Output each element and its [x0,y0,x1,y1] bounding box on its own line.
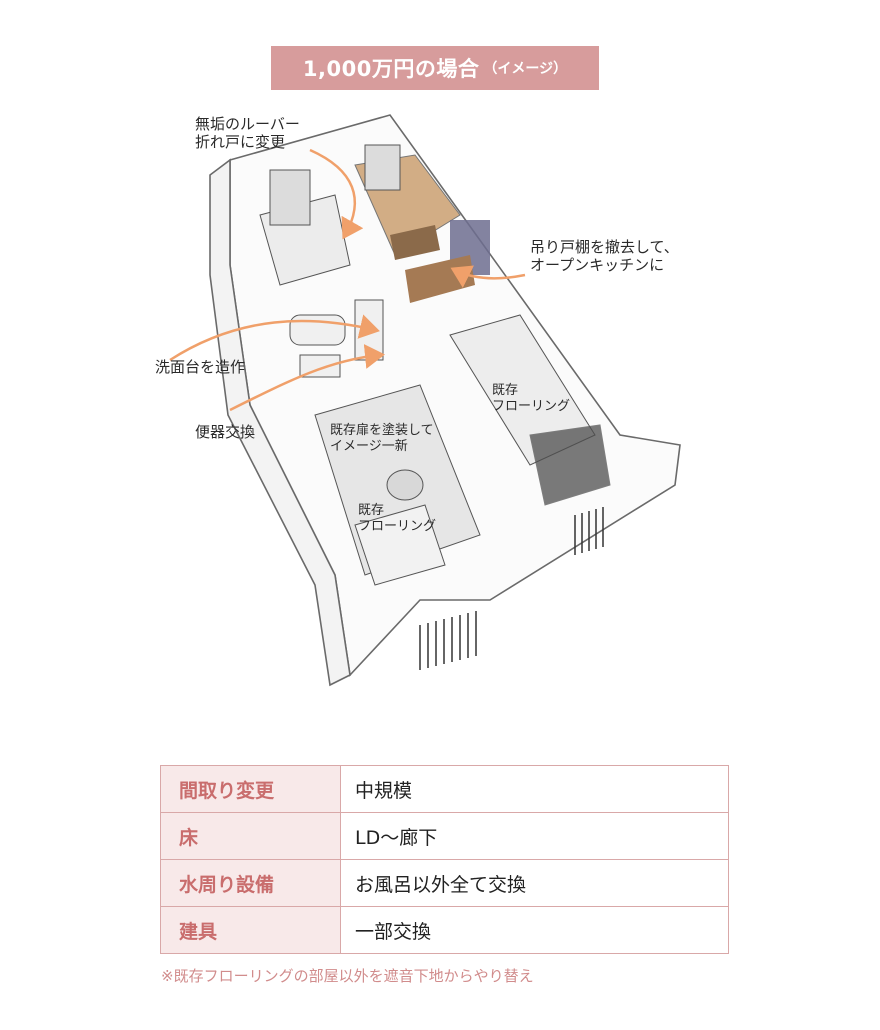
left-bedroom [314,384,481,586]
spec-value: LD〜廊下 [340,812,729,860]
arrow-kitchen [450,265,526,288]
annotation-washbasin: 洗面台を造作 [155,358,246,376]
armchair [386,469,424,501]
dining-table [390,225,440,260]
annotation-louver-line1: 無垢のルーバー [195,115,300,133]
footnote: ※既存フローリングの部屋以外を遮音下地からやり替え [161,967,534,985]
annotation-floor-left-line1: 既存 [358,503,385,518]
page-title-sub: （イメージ） [483,61,568,77]
spec-value: お風呂以外全て交換 [340,859,729,907]
annotation-floor-right-line2: フローリング [492,399,571,414]
annotation-kitchen: 吊り戸棚を撤去して、 オープンキッチンに [530,238,679,274]
toilet-room [354,299,384,361]
railing-bottom [419,611,477,670]
floor-plan-illustration [169,114,681,687]
table-row: 建具 一部交換 [160,906,729,954]
annotation-door-line2: イメージ一新 [330,439,408,454]
annotation-floor-right-line1: 既存 [492,383,519,398]
window-right [364,144,401,191]
page-title: 1,000万円の場合 [302,57,480,81]
annotation-floor-left-line2: フローリング [358,519,437,534]
arrow-washbasin [169,314,380,362]
railing-right [574,507,604,555]
page-title-badge: 1,000万円の場合 （イメージ） [271,46,599,90]
spec-label: 水周り設備 [160,859,341,907]
annotation-kitchen-line1: 吊り戸棚を撤去して、 [530,238,679,256]
annotation-louver: 無垢のルーバー 折れ戸に変更 [195,115,300,151]
table-row: 水周り設備 お風呂以外全て交換 [160,859,729,907]
bathtub [289,314,346,346]
arrow-louver [309,148,364,240]
annotation-floor-left: 既存 フローリング [358,503,436,535]
annotation-arrows [169,148,526,412]
railings [419,507,604,670]
window-left [269,169,311,226]
left-wall-front [209,158,351,687]
spec-value: 中規模 [340,765,729,813]
bed [354,504,446,586]
annotation-louver-line2: 折れ戸に変更 [195,133,286,151]
living-room [259,144,461,286]
table-row: 床 LD〜廊下 [160,812,729,860]
spec-table: 間取り変更 中規模 床 LD〜廊下 水周り設備 お風呂以外全て交換 建具 一部交… [160,765,729,954]
arrow-toilet [229,344,385,412]
spec-label: 床 [160,812,341,860]
closet [529,424,611,506]
annotation-toilet: 便器交換 [195,423,256,441]
spec-label: 間取り変更 [160,765,341,813]
annotation-floor-right: 既存 フローリング [492,383,570,415]
spec-label: 建具 [160,906,341,954]
table-row: 間取り変更 中規模 [160,765,729,813]
annotation-door-line1: 既存扉を塗装して [330,423,434,438]
annotation-kitchen-line2: オープンキッチンに [530,256,665,274]
spec-value: 一部交換 [340,906,729,954]
annotation-door: 既存扉を塗装して イメージ一新 [330,423,434,455]
right-bedroom [449,314,611,506]
